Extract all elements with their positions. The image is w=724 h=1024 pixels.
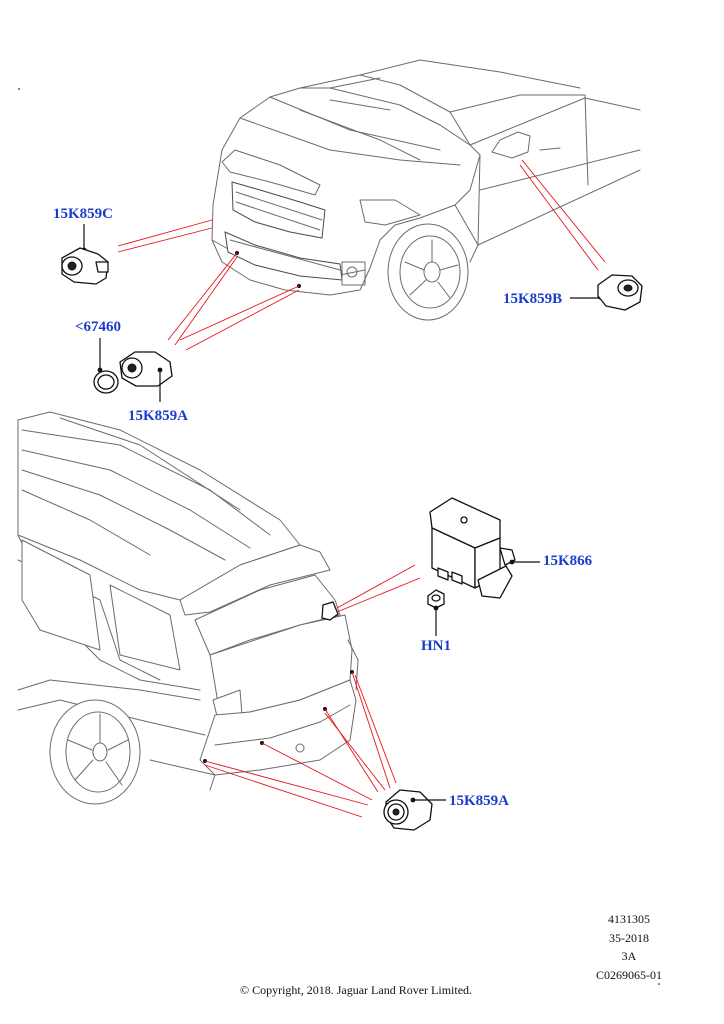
label-15K859C: 15K859C: [53, 206, 113, 222]
reference-line-1: 4131305: [608, 912, 650, 926]
sensor-rear-15K859A-part: [383, 789, 446, 831]
front-leader-lines: [117, 159, 606, 351]
sensor-15K859C-part: [61, 224, 109, 285]
label-15K859A-rear: 15K859A: [449, 793, 509, 809]
front-vehicle-illustration: [211, 59, 641, 321]
label-15K859B: 15K859B: [503, 291, 563, 307]
sensor-15K859B-part: [570, 274, 643, 311]
label-67460: <67460: [75, 319, 122, 335]
reference-line-4: C0269065-01: [596, 967, 662, 982]
rear-leader-lines: [204, 564, 421, 818]
label-15K866: 15K866: [543, 553, 593, 569]
corner-mark-top-left: [18, 88, 20, 90]
label-15K859A-front: 15K859A: [128, 408, 188, 424]
corner-mark-bottom-right: [658, 983, 660, 985]
nut-HN1-part: [427, 589, 445, 636]
bezel-and-sensor-front-part: [93, 338, 173, 402]
label-HN1: HN1: [421, 638, 451, 654]
reference-line-2: 35-2018: [609, 930, 649, 945]
reference-line-3: 3A: [621, 949, 637, 963]
module-15K866-part: [429, 497, 540, 599]
copyright-text: © Copyright, 2018. Jaguar Land Rover Lim…: [239, 983, 473, 997]
reference-block: 4131305 35-2018 3A C0269065-01: [596, 910, 662, 984]
rear-vehicle-illustration: [17, 411, 359, 805]
